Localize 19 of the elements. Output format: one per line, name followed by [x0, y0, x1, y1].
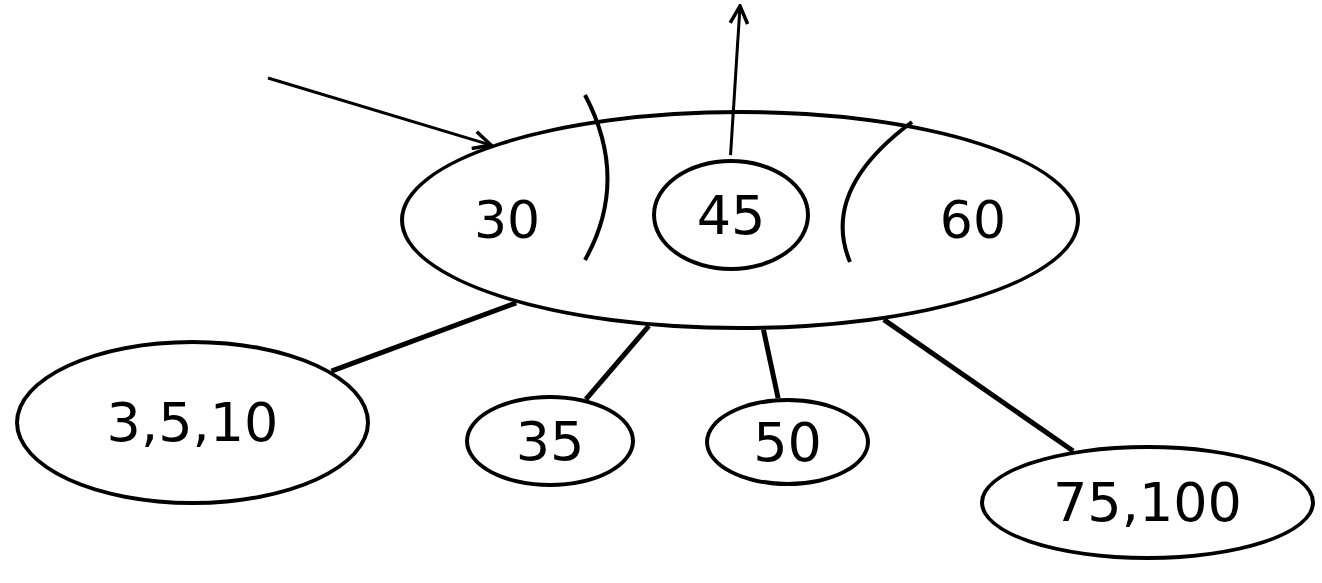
- node-value: 30: [474, 190, 541, 250]
- connector-line: [882, 317, 1075, 454]
- node-circle: [652, 159, 810, 271]
- node-value: 45: [696, 183, 766, 247]
- node-value: 35: [515, 409, 585, 473]
- node-value: 50: [753, 410, 822, 474]
- node-ellipse: [465, 395, 635, 487]
- node-value: 60: [939, 190, 1006, 250]
- arrow: [728, 4, 750, 156]
- node-value: 3,5,10: [106, 391, 279, 454]
- node-ellipse: [15, 340, 370, 505]
- node-value: 75,100: [1053, 471, 1242, 534]
- connector-line: [583, 324, 651, 401]
- node-ellipse: [705, 398, 870, 486]
- node-ellipse: [400, 110, 1080, 330]
- connector-line: [330, 300, 518, 374]
- connector-line: [761, 329, 781, 399]
- arrow: [267, 76, 493, 151]
- node-ellipse: [980, 445, 1315, 560]
